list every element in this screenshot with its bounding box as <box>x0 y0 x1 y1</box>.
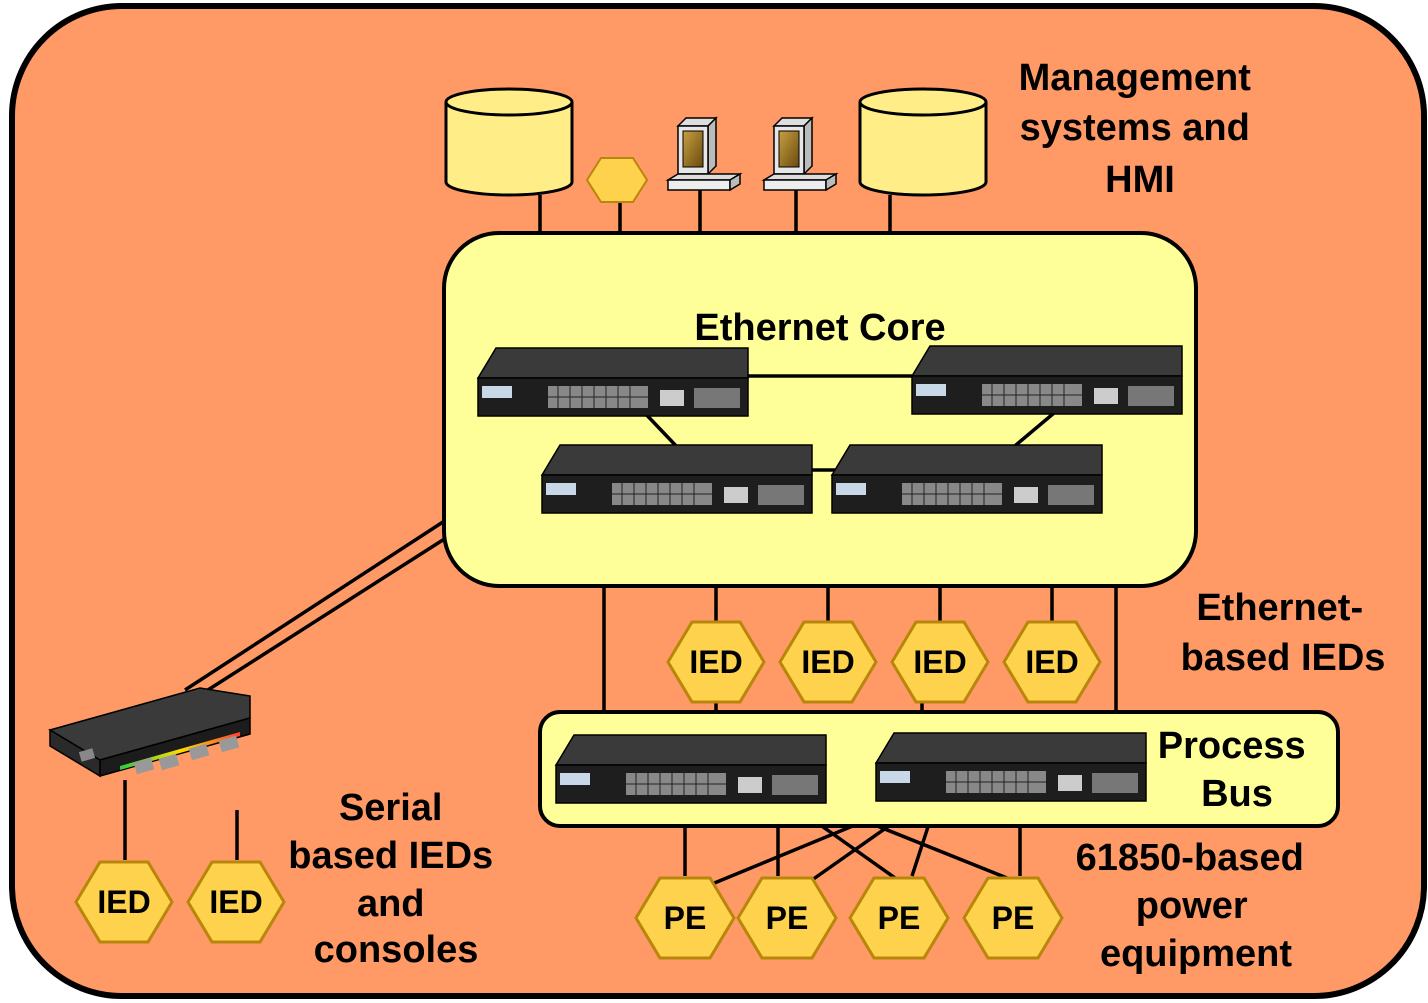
ethernet-ied-node: IED <box>778 620 878 704</box>
svg-text:PE: PE <box>878 900 921 936</box>
workstation-icon <box>665 116 743 192</box>
svg-text:IED: IED <box>801 644 854 680</box>
svg-text:IED: IED <box>209 884 262 920</box>
label-serial-based-ieds: Serial based IEDs and consoles <box>288 787 503 971</box>
ethernet-ied-node: IED <box>666 620 766 704</box>
network-switch-icon <box>554 734 827 804</box>
pe-node: PE <box>962 876 1064 960</box>
pe-node: PE <box>634 876 736 960</box>
network-switch-icon <box>874 732 1147 802</box>
label-management: Management systems and HMI <box>1019 57 1262 201</box>
database-icon <box>444 87 574 197</box>
workstation-icon <box>761 116 839 192</box>
link-core-serial-1 <box>184 518 447 692</box>
network-switch-icon <box>910 345 1183 415</box>
network-switch-icon <box>830 444 1103 514</box>
label-ethernet-core: Ethernet Core <box>694 307 945 349</box>
ethernet-ied-node: IED <box>890 620 990 704</box>
label-power-equipment: 61850-based power equipment <box>1076 837 1315 975</box>
serial-ied-node: IED <box>186 860 286 944</box>
serial-console-device-icon <box>48 687 251 778</box>
ethernet-ied-node: IED <box>1002 620 1102 704</box>
core-mesh-lines <box>638 374 1062 472</box>
link-core-serial-2 <box>199 536 447 697</box>
svg-text:PE: PE <box>664 900 707 936</box>
svg-text:IED: IED <box>689 644 742 680</box>
svg-text:IED: IED <box>1025 644 1078 680</box>
serial-ied-node: IED <box>74 860 174 944</box>
svg-text:IED: IED <box>97 884 150 920</box>
network-switch-icon <box>476 347 749 417</box>
label-ethernet-based-ieds: Ethernet- based IEDs <box>1181 587 1386 679</box>
svg-text:IED: IED <box>913 644 966 680</box>
database-icon <box>858 87 988 197</box>
svg-text:PE: PE <box>766 900 809 936</box>
pe-node: PE <box>736 876 838 960</box>
label-process-bus: Process Bus <box>1158 725 1316 815</box>
hexagon-node-icon <box>585 157 649 203</box>
network-switch-icon <box>540 444 813 514</box>
pe-node: PE <box>848 876 950 960</box>
svg-text:PE: PE <box>992 900 1035 936</box>
